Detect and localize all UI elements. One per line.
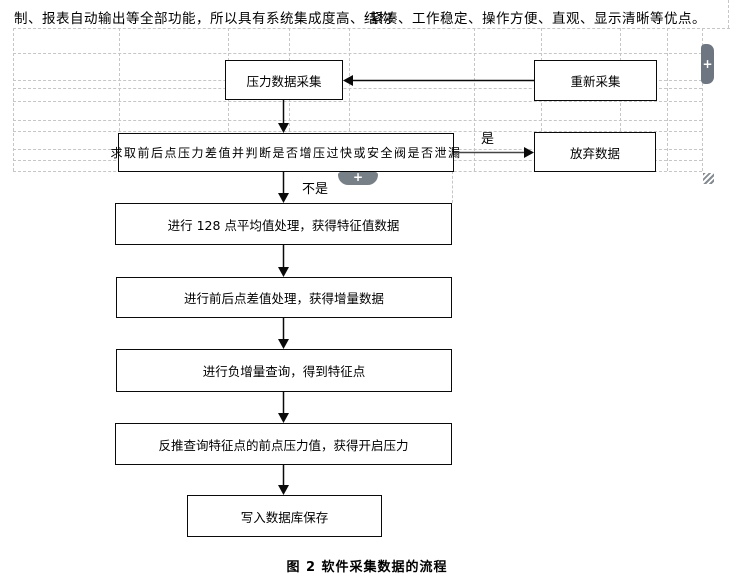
flow-node-128-point-average: 进行 128 点平均值处理，获得特征值数据 (115, 203, 452, 245)
plus-icon: + (702, 57, 713, 71)
flow-node-label: 进行前后点差值处理，获得增量数据 (183, 291, 384, 306)
body-text-right-column: 紧凑、工作稳定、操作方便、直观、显示清晰等优点。 (370, 11, 706, 27)
flow-node-backtrack-opening-pressure: 反推查询特征点的前点压力值，获得开启压力 (115, 423, 452, 465)
flow-node-label: 重新采集 (570, 74, 621, 89)
flow-node-discard-data: 放弃数据 (534, 132, 656, 172)
table-gridline-vertical (474, 28, 475, 171)
table-gridline-vertical (452, 171, 453, 203)
table-gridline-vertical (667, 28, 668, 171)
table-gridline-horizontal (13, 131, 702, 132)
flow-node-label: 进行负增量查询，得到特征点 (202, 364, 366, 379)
table-gridline-horizontal (13, 88, 702, 89)
add-column-button[interactable]: + (701, 44, 714, 84)
flow-node-label: 放弃数据 (569, 145, 620, 161)
table-gridline-horizontal (13, 120, 702, 121)
flow-node-label: 反推查询特征点的前点压力值，获得开启压力 (158, 437, 409, 453)
figure-caption: 图 2 软件采集数据的流程 (286, 560, 448, 575)
edge-label-yes: 是 (481, 132, 495, 147)
table-gridline-vertical (728, 0, 729, 28)
flow-node-label: 压力数据采集 (246, 73, 322, 89)
table-gridline-vertical (13, 28, 14, 171)
body-text-left-column: 制、报表自动输出等全部功能，所以具有系统集成度高、结构 (14, 11, 392, 27)
edge-label-no: 不是 (302, 182, 329, 197)
flow-node-label: 求取前后点压力差值并判断是否增压过快或安全阀是否泄漏 (110, 146, 462, 160)
flow-node-recollect: 重新采集 (534, 60, 657, 101)
add-row-button[interactable]: + (338, 170, 378, 185)
table-gridline-vertical (349, 28, 350, 171)
table-gridline-vertical (119, 28, 120, 171)
flow-node-increment-data: 进行前后点差值处理，获得增量数据 (116, 277, 452, 318)
flow-node-label: 写入数据库保存 (240, 509, 329, 525)
table-gridline-vertical (702, 28, 703, 171)
table-resize-handle-icon[interactable] (703, 173, 714, 184)
flow-node-negative-increment-query: 进行负增量查询，得到特征点 (116, 349, 452, 392)
flow-node-label: 进行 128 点平均值处理，获得特征值数据 (167, 217, 400, 233)
table-gridline-horizontal (13, 28, 730, 29)
flow-node-save-to-database: 写入数据库保存 (187, 495, 382, 537)
flow-node-pressure-data-collect: 压力数据采集 (225, 60, 343, 100)
plus-icon: + (352, 170, 364, 184)
table-gridline-horizontal (13, 53, 702, 54)
flow-node-judge-pressure-diff: 求取前后点压力差值并判断是否增压过快或安全阀是否泄漏 (111, 133, 460, 172)
table-gridline-horizontal (13, 101, 702, 102)
